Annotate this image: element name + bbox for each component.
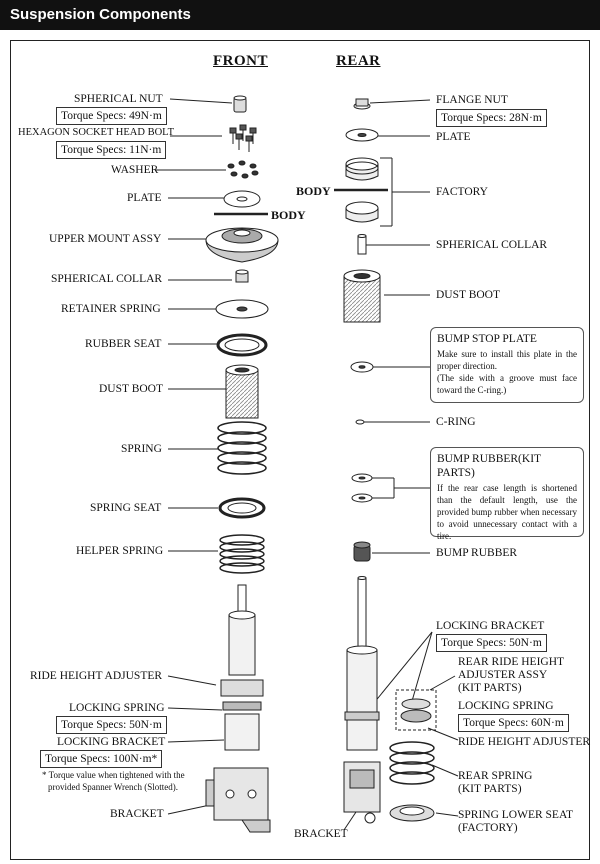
front-dust-boot-label: DUST BOOT [99,383,164,395]
front-spherical-collar-label: SPHERICAL COLLAR [51,273,163,285]
front-bracket-label: BRACKET [110,808,164,820]
rear-spring [389,741,435,785]
rear-factory-lower [345,201,379,223]
rear-plate-label: PLATE [436,131,471,143]
front-leader-lines [155,98,233,815]
spring-seat-label: SPRING SEAT [90,502,162,514]
bump-stop-plate-title: BUMP STOP PLATE [437,333,537,345]
rear-spherical-collar [357,234,367,255]
spherical-nut-torque: Torque Specs: 49N·m [56,107,167,125]
rear-ride-height-assy-line2: ADJUSTER ASSY [458,669,548,681]
rear-spring-label-line2: (KIT PARTS) [458,783,522,795]
front-column-title: FRONT [213,53,268,69]
rear-kit-bump-rubbers [351,473,373,503]
bump-stop-plate-note1: Make sure to install this plate in the p… [437,349,577,371]
rear-spring-label-line1: REAR SPRING [458,770,533,782]
front-rubber-seat [216,333,268,357]
upper-mount-label: UPPER MOUNT ASSY [49,233,162,245]
rear-bump-rubber [353,541,371,562]
bump-rubber-kit-title: BUMP RUBBER(KIT PARTS) [437,453,541,479]
c-ring-label: C-RING [436,416,476,428]
rear-spherical-collar-label: SPHERICAL COLLAR [436,239,548,251]
header-bar: Suspension Components [0,0,600,30]
rear-dust-boot-label: DUST BOOT [436,289,501,301]
rear-plate [345,128,379,142]
front-upper-mount [205,227,279,263]
torque-footnote-line1: * Torque value when tightened with the [42,770,185,780]
rear-damper [344,576,380,751]
front-spherical-nut [233,95,247,113]
rear-body-label: BODY [296,184,331,198]
front-plate [223,190,261,208]
front-locking-spring-label: LOCKING SPRING [69,702,165,714]
rear-bracket [343,761,381,824]
rear-factory-upper [345,157,379,181]
front-retainer-spring [215,299,269,319]
flange-nut-torque: Torque Specs: 28N·m [436,109,547,127]
rear-flange-nut [353,98,371,110]
front-helper-spring [219,534,265,574]
front-hex-bolts [229,124,257,152]
diagram-frame [10,40,590,860]
bump-stop-plate-note2: (The side with a groove must face toward… [437,373,577,395]
front-plate-label: PLATE [127,192,162,204]
bump-rubber-kit-callout: BUMP RUBBER(KIT PARTS) If the rear case … [430,447,584,541]
spring-lower-seat-line1: SPRING LOWER SEAT [458,809,574,821]
front-damper [220,584,264,751]
factory-label: FACTORY [436,186,488,198]
front-spring [217,421,267,475]
bump-stop-plate-callout: BUMP STOP PLATE Make sure to install thi… [430,327,584,403]
front-spring-seat [218,497,266,519]
bump-rubber-kit-note: If the rear case length is shortened tha… [437,483,577,541]
spring-label: SPRING [121,443,162,455]
front-locking-bracket-label: LOCKING BRACKET [57,736,166,748]
hex-bolt-torque: Torque Specs: 11N·m [56,141,167,159]
front-washers [227,160,259,179]
front-spherical-collar [235,269,249,283]
bump-rubber-label: BUMP RUBBER [436,547,518,559]
rear-column-title: REAR [336,53,381,69]
rear-ride-height-assy-line3: (KIT PARTS) [458,682,522,694]
rear-locking-spring-label: LOCKING SPRING [458,700,554,712]
rear-ride-height-adjuster-assy [395,689,437,731]
hex-bolt-label: HEXAGON SOCKET HEAD BOLT [18,127,175,138]
rear-bracket-label: BRACKET [294,828,348,840]
front-dust-boot [225,364,259,419]
rear-locking-spring-torque: Torque Specs: 60N·m [458,714,569,732]
torque-footnote-line2: provided Spanner Wrench (Slotted). [48,782,178,792]
spherical-nut-label: SPHERICAL NUT [74,93,163,105]
flange-nut-label: FLANGE NUT [436,94,508,106]
helper-spring-label: HELPER SPRING [76,545,164,557]
rear-locking-bracket-torque: Torque Specs: 50N·m [436,634,547,652]
rubber-seat-label: RUBBER SEAT [85,338,162,350]
retainer-spring-label: RETAINER SPRING [61,303,161,315]
page-title: Suspension Components [10,6,191,23]
spring-lower-seat-line2: (FACTORY) [458,822,518,834]
ride-height-adjuster-label: RIDE HEIGHT ADJUSTER [30,670,163,682]
rear-locking-bracket-label: LOCKING BRACKET [436,620,545,632]
rear-spring-lower-seat [389,804,435,822]
front-bracket [205,767,271,833]
washer-label: WASHER [111,164,159,176]
front-locking-spring-torque: Torque Specs: 50N·m [56,716,167,734]
rear-bump-stop-plate [350,361,374,373]
rear-dust-boot [343,269,381,323]
rear-c-ring [355,419,365,425]
rear-ride-height-assy-line1: REAR RIDE HEIGHT [458,656,565,668]
rear-ride-height-adjuster-label: RIDE HEIGHT ADJUSTER [458,736,591,748]
front-locking-bracket-torque: Torque Specs: 100N·m* [40,750,163,768]
front-body-label: BODY [271,208,306,222]
